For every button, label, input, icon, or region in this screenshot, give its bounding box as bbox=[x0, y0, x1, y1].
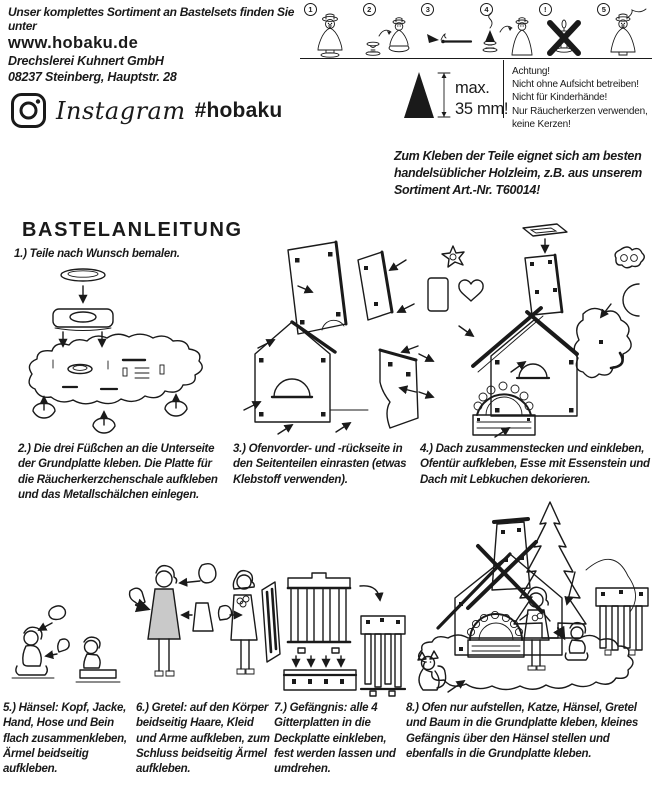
jail-assembly-diagram bbox=[258, 558, 406, 700]
instagram-label: Instagram bbox=[56, 96, 186, 125]
warning-divider bbox=[503, 60, 505, 118]
step-2-text: 2.) Die drei Füßchen an die Unterseite d… bbox=[18, 443, 218, 501]
house-assembly-decoration-diagram bbox=[415, 220, 654, 438]
page-title: BASTELANLEITUNG bbox=[22, 219, 243, 241]
step-badge: 3 bbox=[421, 3, 435, 16]
step-badge: 1 bbox=[304, 3, 317, 16]
warning-badge: ! bbox=[538, 3, 552, 16]
usage-icons-strip: 1 2 bbox=[300, 2, 652, 59]
usage-step-1: 1 bbox=[300, 2, 359, 58]
haensel-gluing-diagram bbox=[2, 600, 130, 696]
max-size-label: max. 35 mm! bbox=[455, 79, 509, 118]
oven-panels-exploded-diagram bbox=[240, 232, 420, 438]
company-address: 08237 Steinberg, Hauptstr. 28 bbox=[8, 70, 177, 85]
step-1-text: 1.) Teile nach Wunsch bemalen. bbox=[14, 248, 180, 260]
usage-step-3: 3 bbox=[417, 2, 476, 58]
base-with-bowl-icon bbox=[365, 17, 410, 56]
glue-note: Zum Kleben der Teile eignet sich am best… bbox=[394, 149, 642, 197]
base-plate-exploded-diagram bbox=[5, 265, 235, 440]
step-badge: 2 bbox=[362, 3, 376, 16]
usage-step-4: 4 bbox=[476, 2, 535, 58]
instagram-hashtag: #hobaku bbox=[194, 98, 283, 122]
incense-cone-size-diagram bbox=[398, 66, 454, 122]
instagram-row: Instagram #hobaku bbox=[10, 92, 330, 129]
step-6-text: 6.) Gretel: auf den Körper beidseitig Ha… bbox=[136, 702, 270, 776]
step-3-text: 3.) Ofenvorder- und -rückseite in den Se… bbox=[233, 443, 407, 486]
no-candle-crossed-icon bbox=[546, 19, 581, 56]
smoking-figure-icon bbox=[610, 8, 647, 56]
gretel-gluing-diagram bbox=[122, 555, 260, 695]
usage-warning: ! bbox=[535, 2, 594, 58]
step-4-text: 4.) Dach zusammenstecken und einkleben, … bbox=[420, 443, 650, 486]
warning-title: Achtung! bbox=[512, 66, 550, 77]
website-url: www.hobaku.de bbox=[8, 34, 139, 52]
header-block: Unser komplettes Sortiment an Bastelsets… bbox=[8, 5, 308, 86]
incense-smoker-figure-icon bbox=[317, 13, 343, 58]
step-8-text: 8.) Ofen nur aufstellen, Katze, Hänsel, … bbox=[406, 702, 639, 760]
place-cone-set-top-icon bbox=[482, 12, 533, 56]
step-5-text: 5.) Hänsel: Kopf, Jacke, Hand, Hose und … bbox=[3, 702, 127, 776]
tagline-text: Unser komplettes Sortiment an Bastelsets… bbox=[8, 5, 295, 33]
step-badge: 5 bbox=[597, 3, 611, 16]
instagram-icon bbox=[10, 92, 47, 129]
step-7-text: 7.) Gefängnis: alle 4 Gitterplatten in d… bbox=[274, 702, 396, 776]
warning-text: Achtung! Nicht ohne Aufsicht betreiben! … bbox=[512, 65, 654, 131]
usage-step-5: 5 bbox=[593, 2, 652, 58]
company-name: Drechslerei Kuhnert GmbH bbox=[8, 54, 164, 68]
finished-scene-diagram bbox=[400, 500, 652, 698]
step-badge: 4 bbox=[480, 3, 494, 16]
usage-step-2: 2 bbox=[359, 2, 418, 58]
light-cone-with-match-icon bbox=[427, 33, 473, 44]
